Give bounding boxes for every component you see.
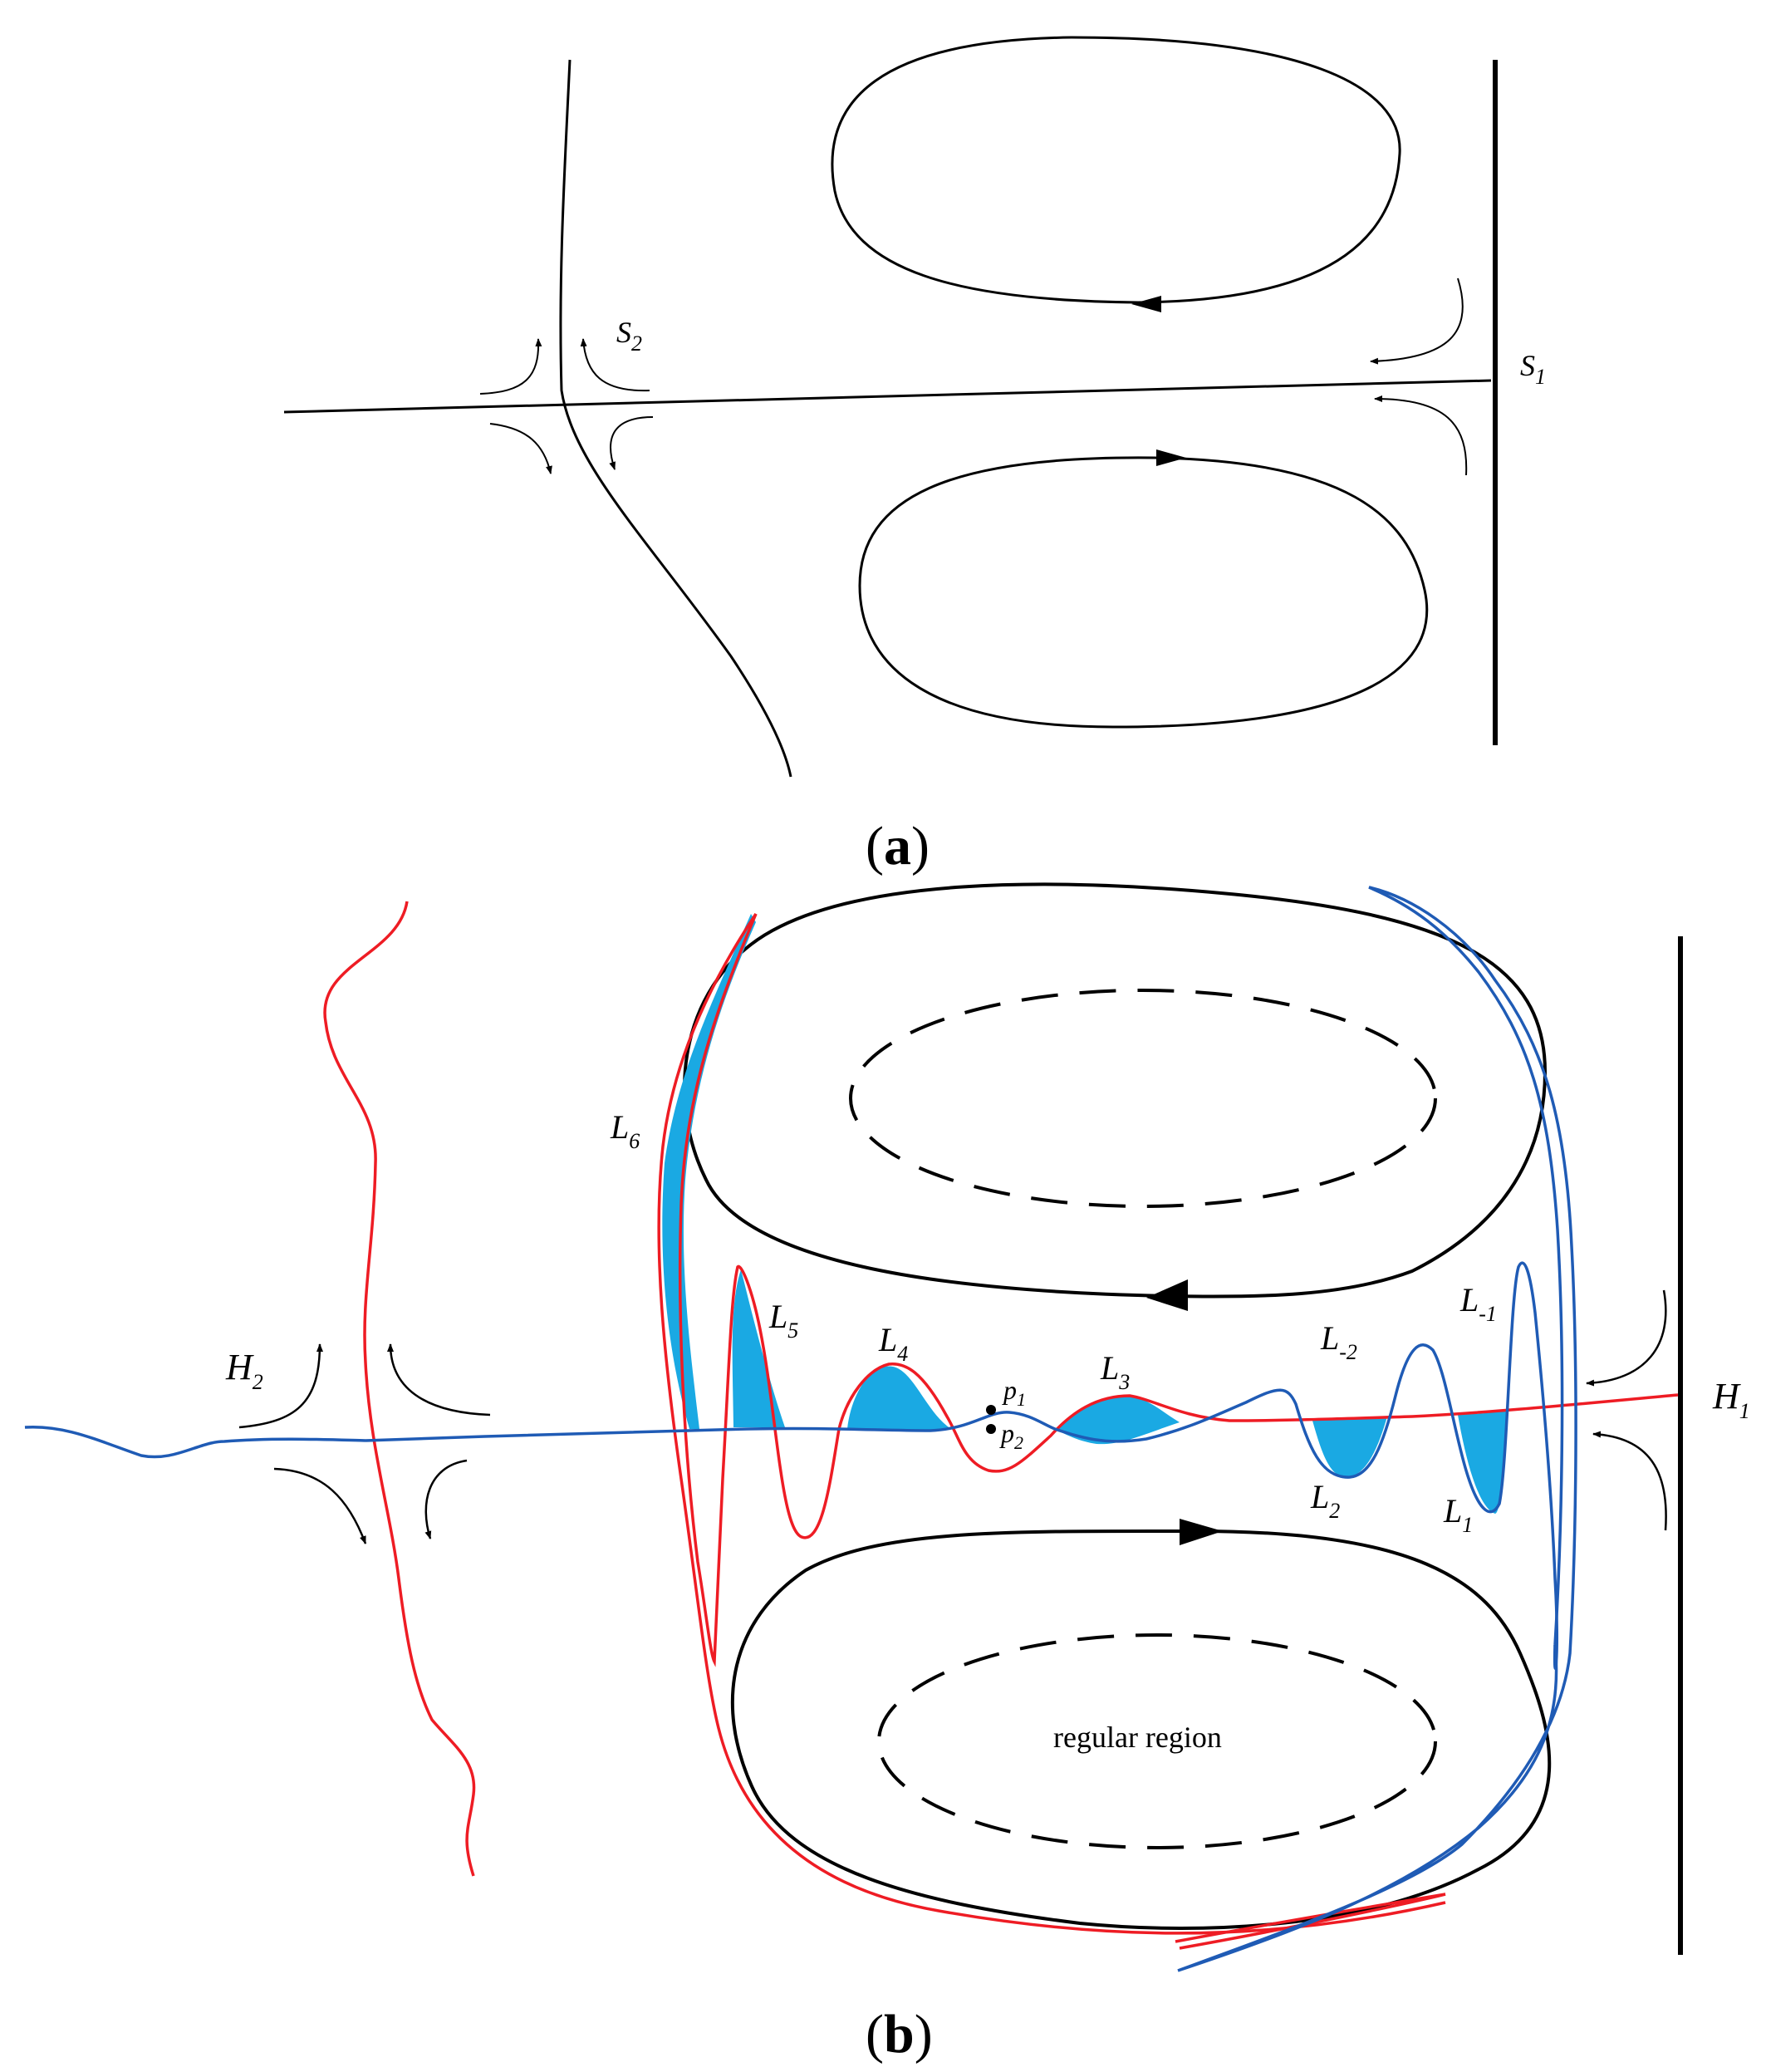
label-l-minus-1: L-1	[1459, 1281, 1497, 1326]
lobe-l4	[847, 1366, 951, 1431]
panel-a: S2 S1 (a)	[283, 36, 1546, 876]
upper-outer-arrow	[1146, 1279, 1188, 1311]
upper-outer-island	[683, 882, 1548, 1299]
lobe-l2	[1312, 1417, 1387, 1477]
flow-arrow-s2-lr	[609, 416, 654, 470]
point-p1	[986, 1405, 996, 1415]
label-l6: L6	[610, 1108, 640, 1153]
lower-island-a	[858, 456, 1429, 729]
label-regular-region: regular region	[1053, 1721, 1222, 1754]
upper-inner-dashed	[849, 989, 1437, 1208]
red-outer-return	[657, 913, 1446, 1935]
lower-outer-arrow	[1180, 1519, 1223, 1545]
lobe-l5	[732, 1269, 785, 1427]
flow-arrow-h1-lower	[1592, 1431, 1667, 1531]
flow-arrow-s1-lower	[1374, 395, 1468, 476]
red-manifold	[323, 901, 1679, 1950]
s2-manifold-curve	[559, 59, 792, 778]
flow-arrow-s1-upper	[1370, 277, 1464, 365]
lobes	[662, 914, 1508, 1514]
label-l2: L2	[1310, 1478, 1340, 1523]
point-p2	[986, 1424, 996, 1434]
label-p1: p1	[1002, 1375, 1026, 1410]
flow-arrow-h2-ul	[238, 1343, 323, 1429]
flow-arrow-h2-ll	[273, 1467, 367, 1544]
label-p2: p2	[999, 1418, 1023, 1453]
caption-b: (b)	[866, 2004, 933, 2065]
flow-arrow-h2-lr	[424, 1459, 468, 1539]
connecting-line	[283, 379, 1492, 414]
blue-main	[365, 1261, 1559, 1670]
label-l-minus-2: L-2	[1320, 1319, 1357, 1364]
flow-arrow-s2-ll	[489, 423, 552, 474]
panel-b: H2 H1 L6 L5 L4 L3 L2 L1 L-2 L-1 p1 p2 re…	[24, 882, 1750, 2065]
lower-inner-dashed	[877, 1633, 1437, 1849]
upper-island-arrow	[1131, 296, 1161, 312]
lobe-l6	[662, 914, 756, 1429]
label-s1: S1	[1520, 349, 1546, 389]
label-l5: L5	[768, 1298, 798, 1343]
red-main	[678, 913, 1679, 1662]
label-l3: L3	[1100, 1349, 1130, 1394]
lower-outer-island	[730, 1529, 1552, 1931]
lower-island-arrow	[1156, 449, 1186, 466]
blue-manifold	[24, 886, 1577, 1972]
label-s2: S2	[616, 316, 642, 356]
label-h1: H1	[1712, 1376, 1750, 1423]
flow-arrow-s2-ul	[479, 338, 542, 395]
caption-a: (a)	[866, 816, 930, 876]
lobe-l3	[1055, 1396, 1180, 1445]
label-l1: L1	[1443, 1492, 1473, 1537]
blue-left-wavy	[24, 1425, 366, 1459]
upper-island-a	[831, 36, 1401, 304]
lobe-l1	[1458, 1411, 1508, 1514]
red-left-wavy	[323, 901, 476, 1877]
flow-arrow-h1-upper	[1586, 1289, 1667, 1387]
label-l4: L4	[878, 1321, 908, 1366]
label-h2: H2	[225, 1347, 263, 1394]
flow-arrow-s2-ur	[580, 338, 650, 392]
blue-right-upper	[1177, 886, 1577, 1972]
red-bottom-fold	[1175, 1893, 1446, 1950]
flow-arrow-h2-ur	[387, 1343, 491, 1417]
